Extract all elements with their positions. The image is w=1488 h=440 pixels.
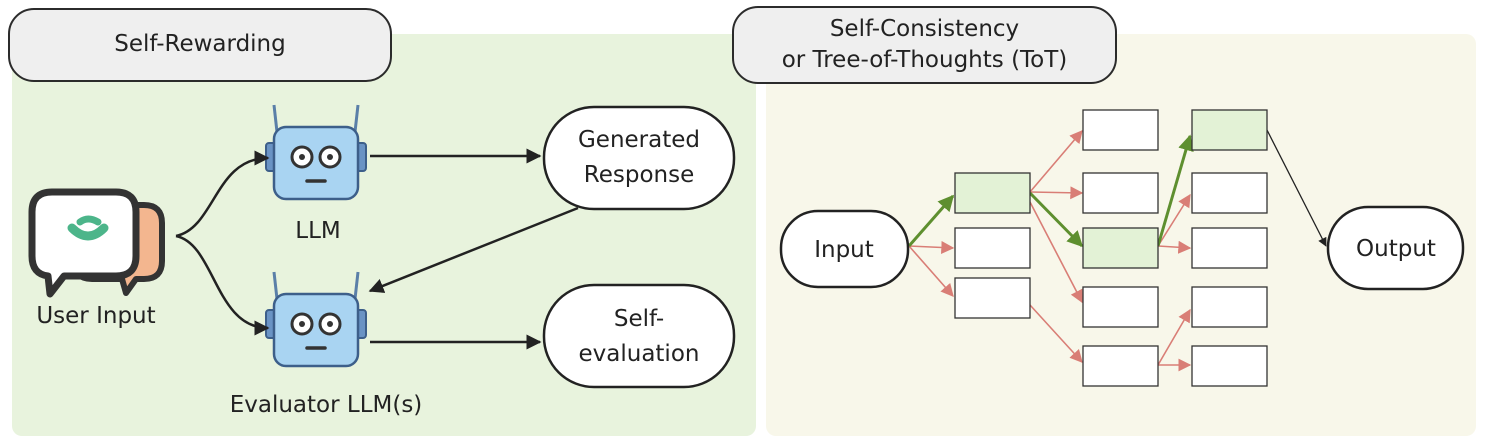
pruned-edges [908,130,1192,372]
tot-title: Self-Consistency or Tree-of-Thoughts (To… [732,6,1117,84]
self-rewarding-title-text: Self-Rewarding [114,31,286,58]
tot-title-line1: Self-Consistency [829,15,1020,42]
self-evaluation-line1: Self- [614,306,664,332]
llm-robot-icon [264,103,368,201]
evaluator-label: Evaluator LLM(s) [230,392,423,418]
self-rewarding-title: Self-Rewarding [8,8,392,82]
output-label: Output [1356,236,1436,262]
generated-response-node: Generated Response [542,105,736,211]
arrow-response-to-evaluator [368,206,579,293]
self-evaluation-node: Self- evaluation [542,283,736,389]
arrow-input-to-llm [175,150,270,238]
selected-path [907,134,1194,248]
arrow-input-to-evaluator [175,234,270,336]
arrow-to-output [1266,129,1327,247]
input-node: Input [779,209,910,289]
output-node: Output [1326,205,1465,291]
input-label: Input [814,237,874,263]
generated-response-line1: Generated [578,127,700,153]
self-evaluation-line2: evaluation [579,341,700,367]
chat-bubbles-icon [28,188,165,298]
thought-boxes [954,109,1268,387]
generated-response-line2: Response [584,162,694,188]
evaluator-robot-icon [264,270,368,368]
user-input-label: User Input [36,303,155,329]
llm-label: LLM [295,218,340,244]
tot-title-line2: or Tree-of-Thoughts (ToT) [781,47,1068,73]
